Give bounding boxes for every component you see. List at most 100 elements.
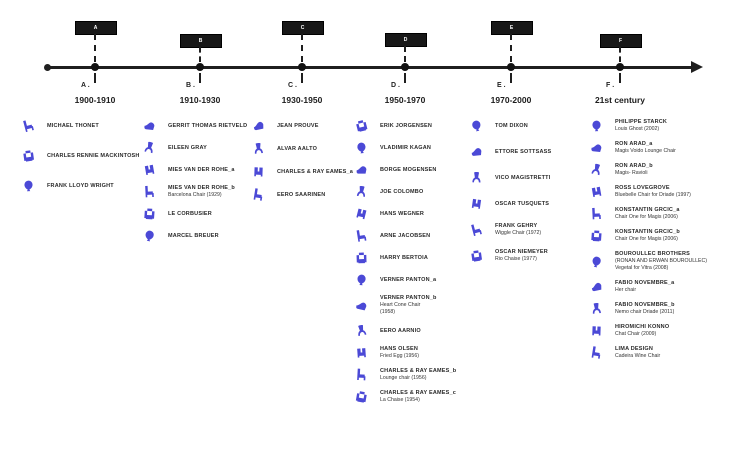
chair-icon (252, 119, 265, 132)
chair-icon (470, 145, 483, 158)
era-letter: E . (497, 82, 506, 89)
designer-name: BOUROULLEC BROTHERS (615, 251, 690, 257)
chair-icon (355, 163, 368, 176)
era-marker-box: A (75, 21, 117, 35)
chair-icon (590, 346, 603, 359)
designer-subline: Cadeira Wine Chair (615, 353, 661, 359)
designer-subline: Fried Egg (1956) (380, 353, 419, 359)
chair-icon (355, 229, 368, 242)
designer-row: GERRIT THOMAS RIETVELD (143, 119, 247, 132)
chair-icon (355, 346, 368, 359)
chair-icon (590, 280, 603, 293)
designer-row: HARRY BERTOIA (355, 251, 456, 264)
marker-connector-top (94, 34, 96, 62)
timeline-axis (47, 66, 693, 69)
designer-name: FRANK LLOYD WRIGHT (47, 182, 114, 189)
era-marker-letter: D (403, 37, 409, 43)
chair-icon (143, 119, 156, 132)
designer-subline: Bluebelle Chair for Driade (1997) (615, 192, 691, 198)
designer-name: FRANK GEHRY (495, 223, 538, 229)
designer-column-b: GERRIT THOMAS RIETVELD EILEEN GRAY MIES VA… (143, 119, 247, 242)
designer-row: EILEEN GRAY (143, 141, 247, 154)
era-letter: A . (81, 82, 90, 89)
chair-icon (590, 255, 603, 268)
designer-name: CHARLES & RAY EAMES_a (277, 168, 354, 175)
designer-label: BOUROULLEC BROTHERS(RONAN AND ERWAN BOUR… (615, 251, 707, 271)
designer-name: OSCAR NIEMEYER (495, 249, 548, 255)
designer-row: ETTORE SOTTSASS (470, 145, 551, 158)
chair-icon (355, 141, 368, 154)
era-marker-letter: F (618, 38, 624, 44)
chair-icon (590, 324, 603, 337)
designer-name: MIES VAN DER ROHE_b (168, 185, 235, 191)
designer-row: HANS WEGNER (355, 207, 456, 220)
designer-name: LIMA DESIGN (615, 346, 654, 352)
marker-connector-top (301, 34, 303, 62)
designer-subline: Lounge chair (1956) (380, 375, 427, 381)
designer-subline: Louis Ghost (2002) (615, 126, 660, 132)
designer-name: CHARLES RENNIE MACKINTOSH (47, 152, 140, 159)
designer-name: VERNER PANTON_b (380, 295, 437, 301)
era-letter: B . (186, 82, 195, 89)
designer-subline: Wiggle Chair (1972) (495, 230, 542, 236)
designer-subline: Her chair (615, 287, 637, 293)
designer-name: ROSS LOVEGROVE (615, 185, 670, 191)
designer-name: ARNE JACOBSEN (380, 232, 431, 239)
designer-subline: Chair One for Magis (2006) (615, 236, 678, 242)
chair-icon (590, 185, 603, 198)
chair-icon (470, 119, 483, 132)
chair-icon (470, 197, 483, 210)
designer-row: VERNER PANTON_a (355, 273, 456, 286)
designer-row: ARNE JACOBSEN (355, 229, 456, 242)
designer-label: ERIK JORGENSEN (380, 123, 432, 129)
era-range: 1950-1970 (384, 95, 426, 105)
era-range: 1970-2000 (490, 95, 532, 105)
designer-label: MICHAEL THONET (47, 123, 99, 129)
designer-name: GERRIT THOMAS RIETVELD (168, 122, 248, 129)
chair-icon (22, 119, 35, 132)
designer-name: HARRY BERTOIA (380, 254, 429, 261)
designer-name: KONSTANTIN GRCIC_b (615, 229, 680, 235)
designer-label: LE CORBUSIER (168, 211, 212, 217)
era-marker-box: E (491, 21, 533, 35)
marker-connector-top (199, 47, 201, 62)
era-letter: F . (606, 82, 615, 89)
designer-label: CHARLES RENNIE MACKINTOSH (47, 153, 140, 159)
designer-row: MICHAEL THONET (22, 119, 140, 132)
chair-icon (143, 207, 156, 220)
designer-label: FRANK LLOYD WRIGHT (47, 183, 114, 189)
chair-icon (355, 324, 368, 337)
chair-icon (355, 273, 368, 286)
timeline-dot (196, 63, 204, 71)
designer-name: PHILIPPE STARCK (615, 119, 668, 125)
designer-name: OSCAR TUSQUETS (495, 200, 550, 207)
designer-name: HANS WEGNER (380, 210, 425, 217)
chair-icon (252, 142, 265, 155)
chair-icon (590, 229, 603, 242)
designer-label: JOE COLOMBO (380, 189, 423, 195)
chair-icon (470, 249, 483, 262)
chair-icon (143, 185, 156, 198)
timeline-dot (616, 63, 624, 71)
designer-name: FABIO NOVEMBRE_b (615, 302, 675, 308)
designer-label: BORGE MOGENSEN (380, 167, 437, 173)
designer-name: EILEEN GRAY (168, 144, 207, 151)
designer-name: HIROMICHI KONNO (615, 324, 670, 330)
designer-name: KONSTANTIN GRCIC_a (615, 207, 680, 213)
era-marker-box: C (282, 21, 324, 35)
designer-name: ERIK JORGENSEN (380, 122, 433, 129)
designer-row: VICO MAGISTRETTI (470, 171, 551, 184)
designer-name: VLADIMIR KAGAN (380, 144, 432, 151)
